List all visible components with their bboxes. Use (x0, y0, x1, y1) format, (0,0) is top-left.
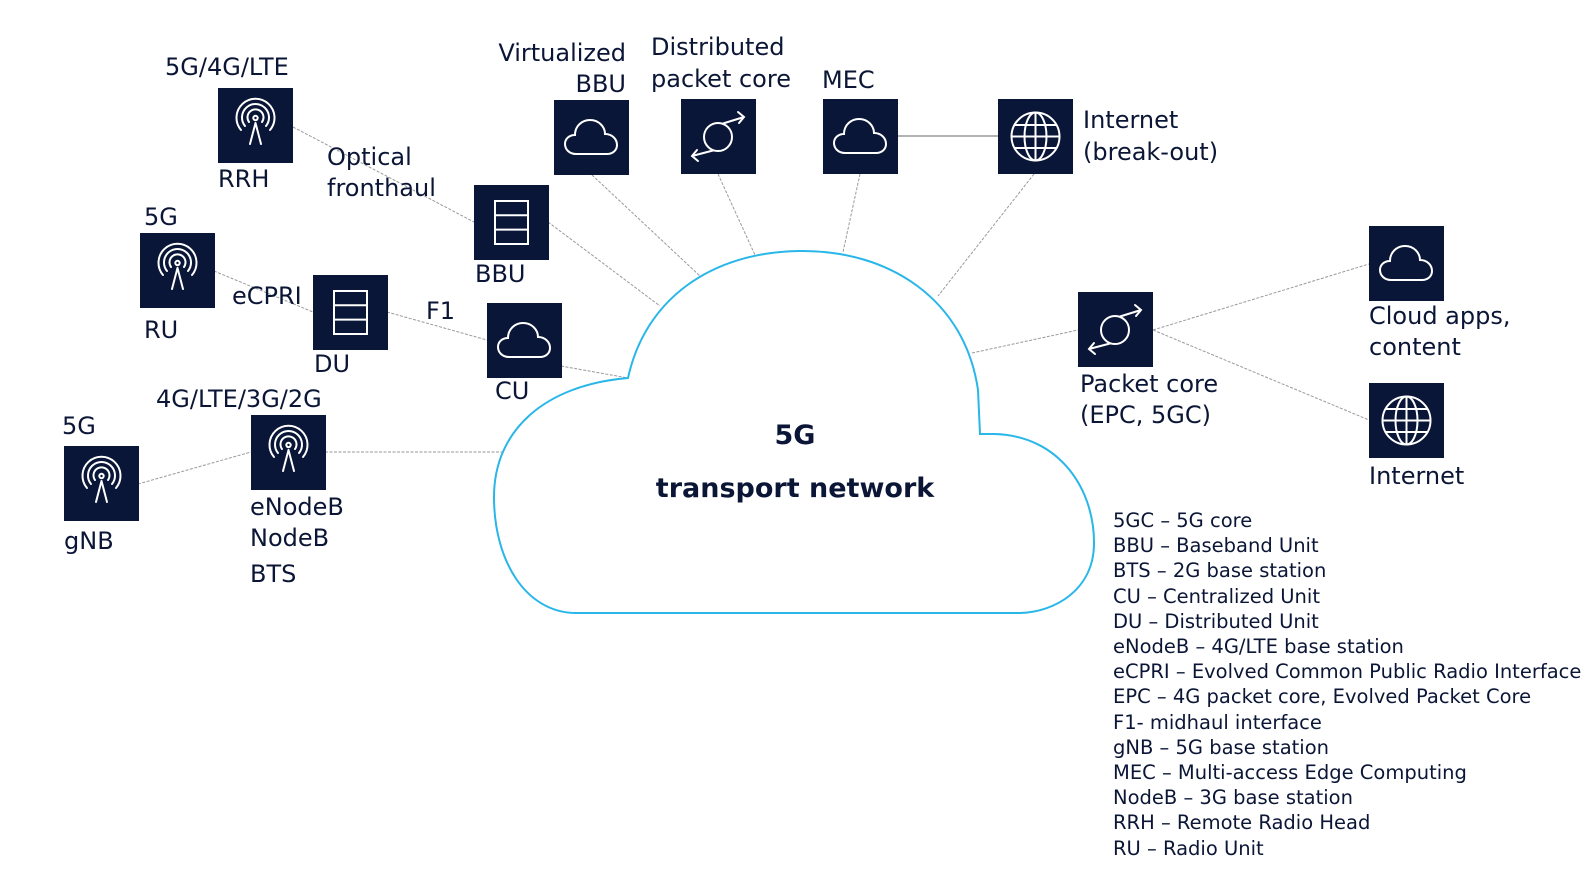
packet-core-label-1: Packet core (1080, 370, 1219, 398)
glossary-item: NodeB – 3G base station (1113, 786, 1353, 810)
bbu-node[interactable] (474, 185, 549, 260)
glossary-item: gNB – 5G base station (1113, 735, 1329, 759)
glossary-item: DU – Distributed Unit (1113, 609, 1319, 633)
cu-label: CU (495, 377, 530, 405)
dpc-label-2: packet core (651, 65, 791, 93)
cloud-title-5g: 5G (774, 420, 816, 451)
cloud-icon (496, 321, 552, 358)
globe-icon (1381, 395, 1432, 446)
glossary-item: eCPRI – Evolved Common Public Radio Inte… (1113, 660, 1582, 684)
vbbu-node[interactable] (554, 100, 629, 175)
link-vbbu-cloud (591, 174, 701, 277)
internet-breakout-node[interactable] (998, 99, 1073, 174)
abbreviation-glossary: 5GC – 5G core BBU – Baseband Unit BTS – … (1113, 508, 1581, 861)
cloud-icon (832, 117, 888, 154)
link-cu-cloud (560, 365, 629, 379)
link-du-cu (386, 311, 488, 341)
dpc-node[interactable] (681, 99, 756, 174)
cloud-icon (1378, 244, 1434, 281)
link-mec-cloud (842, 173, 861, 253)
enodeb-tech-label: 4G/LTE/3G/2G (156, 385, 322, 413)
glossary-item: BTS – 2G base station (1113, 559, 1327, 583)
sync-arrows-icon (690, 111, 746, 162)
vbbu-label-2: BBU (575, 70, 627, 98)
internet-breakout-label-1: Internet (1083, 106, 1179, 134)
mec-node[interactable] (823, 99, 898, 174)
glossary-item: RU – Radio Unit (1113, 836, 1264, 860)
nodeb-label: NodeB (250, 524, 330, 552)
link-inet-cloud (937, 173, 1035, 297)
glossary-item: BBU – Baseband Unit (1113, 534, 1319, 558)
bts-label: BTS (250, 560, 297, 588)
gnb-node[interactable] (64, 446, 139, 521)
internet-node[interactable] (1369, 383, 1444, 458)
cloud-title-transport-network: transport network (655, 473, 935, 504)
enodeb-label: eNodeB (250, 493, 344, 521)
link-bbu-cloud (547, 221, 661, 307)
cloud-apps-label-1: Cloud apps, (1369, 302, 1511, 330)
antenna-icon (268, 424, 309, 472)
mec-label: MEC (822, 66, 875, 94)
link-gnb-enodeb (137, 451, 252, 485)
cloud-apps-node[interactable] (1369, 226, 1444, 301)
cloud-icon (563, 118, 619, 155)
link-cloud-packetcore (971, 329, 1079, 354)
transport-network-cloud (492, 249, 1096, 614)
internet-label: Internet (1369, 462, 1465, 490)
antenna-icon (81, 455, 122, 503)
internet-breakout-label-2: (break-out) (1083, 138, 1219, 166)
packet-core-label-2: (EPC, 5GC) (1080, 401, 1212, 429)
enodeb-node[interactable] (251, 415, 326, 490)
globe-icon (1010, 111, 1061, 162)
vbbu-label-1: Virtualized (498, 39, 626, 67)
glossary-item: EPC – 4G packet core, Evolved Packet Cor… (1113, 685, 1532, 709)
gnb-tech-label: 5G (62, 412, 96, 440)
link-rrh-bbu (292, 126, 475, 223)
glossary-item: F1- midhaul interface (1113, 710, 1322, 734)
link-label-f1: F1 (426, 297, 456, 325)
sync-arrows-icon (1087, 304, 1143, 355)
rrh-tech-label: 5G/4G/LTE (165, 53, 289, 81)
gnb-label: gNB (64, 527, 114, 555)
glossary-item: 5GC – 5G core (1113, 509, 1253, 532)
rrh-label: RRH (218, 165, 270, 193)
glossary-item: CU – Centralized Unit (1113, 584, 1320, 608)
du-label: DU (314, 350, 351, 378)
ru-node[interactable] (140, 233, 215, 308)
link-label-optical: Optical (327, 143, 412, 171)
server-rack-icon (494, 200, 529, 245)
antenna-icon (235, 97, 276, 145)
du-node[interactable] (313, 275, 388, 350)
cu-node[interactable] (487, 303, 562, 378)
link-packetcore-cloudapps (1152, 263, 1370, 331)
server-rack-icon (333, 290, 368, 335)
link-packetcore-internet (1152, 329, 1370, 421)
cloud-apps-label-2: content (1369, 333, 1461, 361)
glossary-item: MEC – Multi-access Edge Computing (1113, 761, 1467, 785)
packet-core-node[interactable] (1078, 292, 1153, 367)
antenna-icon (157, 242, 198, 290)
link-dpc-cloud (717, 173, 756, 256)
glossary-item: RRH – Remote Radio Head (1113, 811, 1371, 835)
bbu-label: BBU (475, 260, 526, 288)
dpc-label-1: Distributed (651, 33, 785, 61)
ru-label: RU (144, 316, 179, 344)
glossary-item: eNodeB – 4G/LTE base station (1113, 635, 1404, 659)
link-label-fronthaul: fronthaul (327, 174, 436, 202)
ru-tech-label: 5G (144, 203, 178, 231)
link-label-ecpri: eCPRI (232, 282, 302, 310)
rrh-node[interactable] (218, 88, 293, 163)
